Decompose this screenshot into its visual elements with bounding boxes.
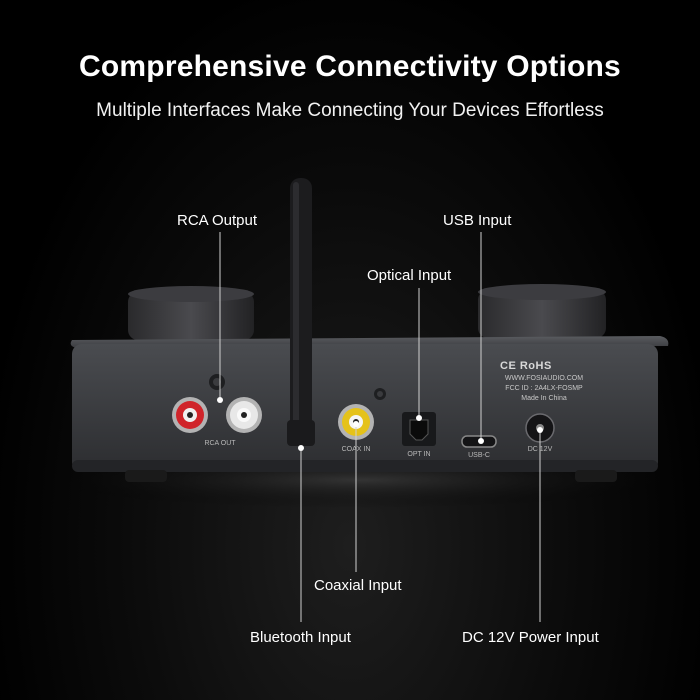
fcc-id-label: FCC ID : 2A4LX-FOSMP xyxy=(505,385,583,392)
dc-power-input-callout: DC 12V Power Input xyxy=(462,629,599,646)
volume-knob-right xyxy=(478,284,606,338)
coaxial-input-dot xyxy=(353,421,359,427)
rca-out-label: RCA OUT xyxy=(204,440,236,447)
headline: Comprehensive Connectivity Options xyxy=(79,50,621,83)
optical-input-dot xyxy=(416,415,422,421)
optical-input-callout: Optical Input xyxy=(367,267,452,284)
usb-input-dot xyxy=(478,438,484,444)
website-label: WWW.FOSIAUDIO.COM xyxy=(504,375,584,382)
bluetooth-antenna xyxy=(287,178,315,446)
origin-label: Made In China xyxy=(521,395,567,402)
optical-port xyxy=(402,412,436,446)
usb-c-label: USB-C xyxy=(468,452,490,459)
chassis-bottom-edge xyxy=(72,460,658,472)
rubber-foot-left xyxy=(125,470,167,482)
rubber-foot-right xyxy=(575,470,617,482)
volume-knob-left xyxy=(128,286,254,340)
bluetooth-input-callout: Bluetooth Input xyxy=(250,629,351,646)
coax-in-label: COAX IN xyxy=(341,446,371,453)
rca-output-dot xyxy=(217,397,223,403)
coaxial-input-callout: Coaxial Input xyxy=(314,577,402,594)
usb-input-callout: USB Input xyxy=(443,212,512,229)
rca-jack-red xyxy=(172,397,208,433)
subheadline: Multiple Interfaces Make Connecting Your… xyxy=(96,100,604,121)
rca-output-callout: RCA Output xyxy=(177,212,258,229)
certification-marks: CE RoHS xyxy=(500,360,552,372)
bluetooth-input-dot xyxy=(298,445,304,451)
dc-12v-label: DC 12V xyxy=(527,446,553,453)
rca-jack-white xyxy=(226,397,262,433)
screw-left xyxy=(209,374,225,390)
dc-power-dot xyxy=(537,427,543,433)
opt-in-label: OPT IN xyxy=(407,451,431,458)
screw-middle xyxy=(374,388,386,400)
